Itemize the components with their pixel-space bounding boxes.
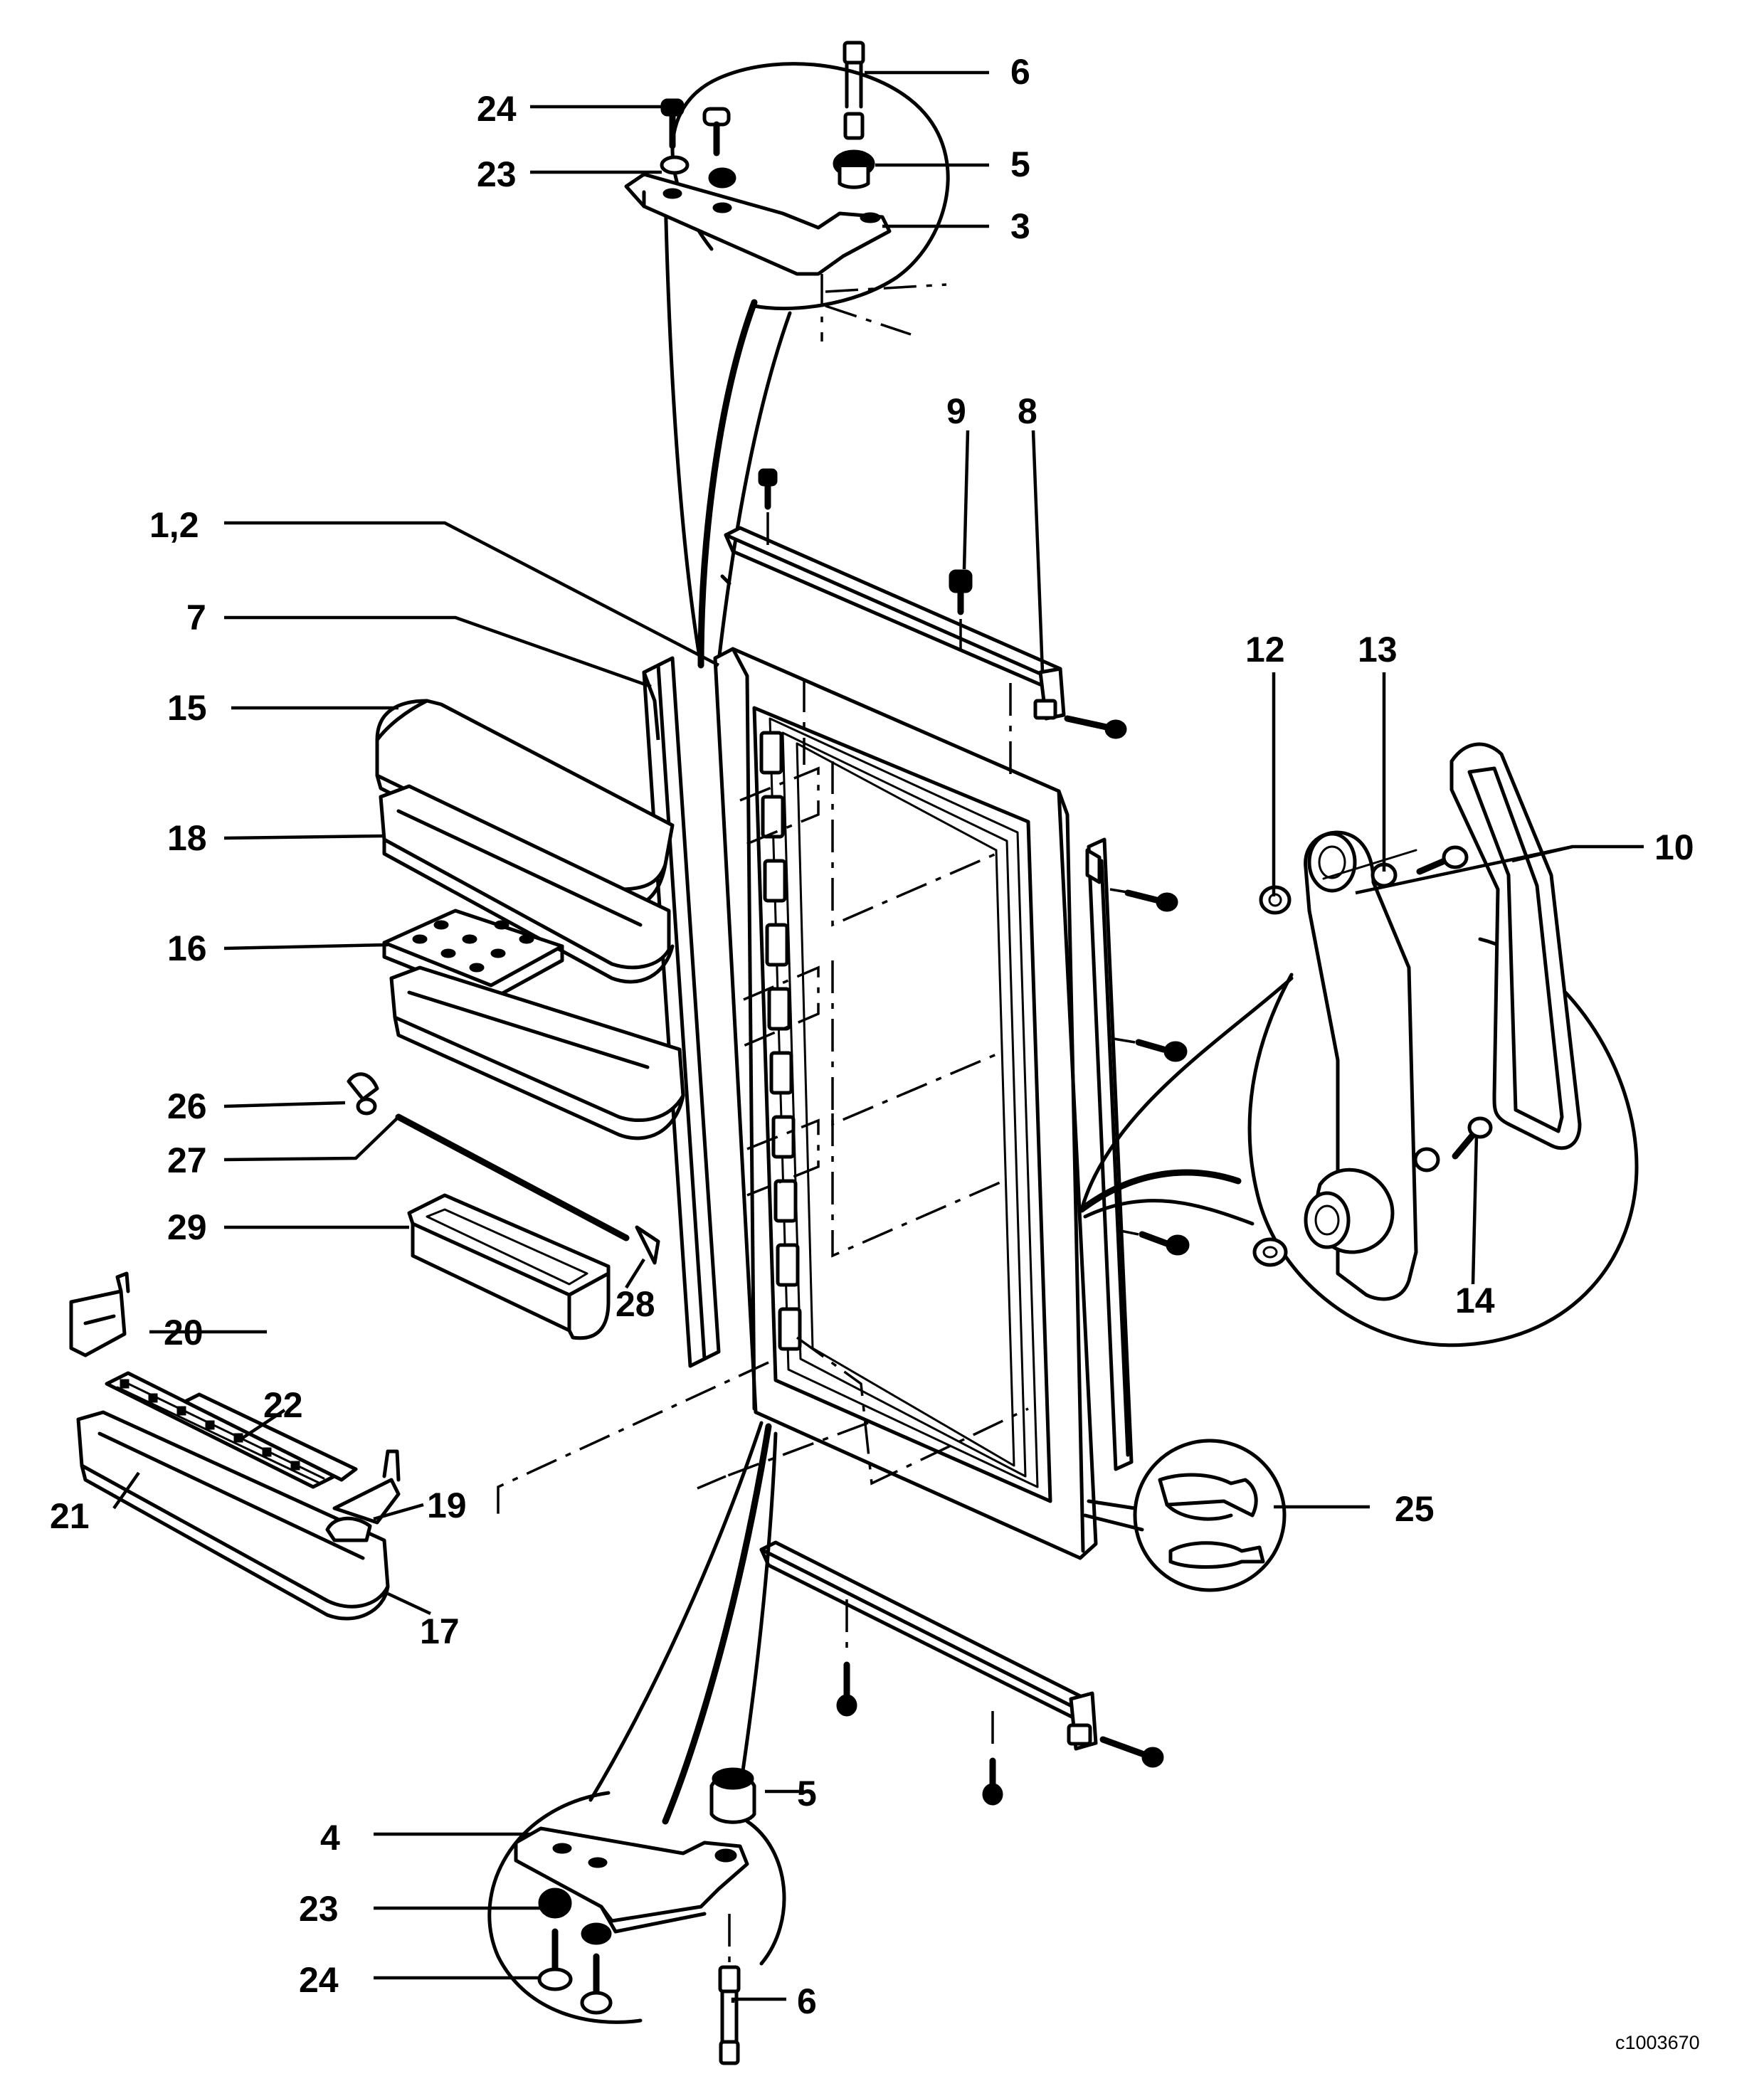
gasket-profile-detail <box>1083 1439 1287 1592</box>
label-5-bottom: 5 <box>797 1774 817 1813</box>
label-23-top: 23 <box>477 154 517 194</box>
label-19: 19 <box>427 1486 467 1525</box>
label-4: 4 <box>320 1818 340 1858</box>
drawing-reference: c1003670 <box>1615 2032 1700 2053</box>
label-5-top: 5 <box>1010 144 1030 184</box>
bottle-rail <box>347 1072 660 1265</box>
label-24-top: 24 <box>477 89 517 129</box>
label-20: 20 <box>164 1313 204 1352</box>
label-3: 3 <box>1010 206 1030 246</box>
label-7: 7 <box>186 598 206 637</box>
label-9: 9 <box>946 391 966 431</box>
label-18: 18 <box>167 818 207 858</box>
label-23-bottom: 23 <box>299 1889 339 1929</box>
label-24-bottom: 24 <box>299 1960 339 2000</box>
label-27: 27 <box>167 1140 207 1180</box>
bottom-rail <box>759 1540 1164 1806</box>
label-6-bottom: 6 <box>797 1981 817 2021</box>
label-10: 10 <box>1654 827 1694 867</box>
label-16: 16 <box>167 928 207 968</box>
label-29: 29 <box>167 1207 207 1247</box>
door-shelf-upper <box>375 699 675 984</box>
door-shelf-bottom <box>69 1271 401 1621</box>
label-26: 26 <box>167 1086 207 1126</box>
label-25: 25 <box>1395 1489 1435 1529</box>
handle-detail <box>1078 742 1639 1347</box>
label-15: 15 <box>167 688 207 728</box>
label-6-top: 6 <box>1010 52 1030 92</box>
label-12: 12 <box>1245 630 1285 669</box>
label-1-2: 1,2 <box>149 505 199 545</box>
leader-lines <box>112 70 1644 2003</box>
label-22: 22 <box>263 1385 303 1425</box>
right-side-strip <box>1085 837 1190 1471</box>
top-hinge-detail <box>624 41 950 669</box>
top-rail <box>720 468 1127 739</box>
label-13: 13 <box>1358 630 1398 669</box>
label-14: 14 <box>1455 1281 1495 1320</box>
label-8: 8 <box>1018 391 1037 431</box>
door-panel <box>497 647 1098 1560</box>
small-basket <box>407 1193 611 1340</box>
label-17: 17 <box>420 1611 460 1651</box>
callout-labels: 6 24 5 23 3 9 8 1,2 7 12 13 15 10 18 16 … <box>50 52 1700 2053</box>
bottom-hinge-detail <box>487 1421 786 2065</box>
label-21: 21 <box>50 1496 90 1536</box>
door-shelf-middle <box>382 909 685 1140</box>
label-28: 28 <box>616 1284 655 1324</box>
